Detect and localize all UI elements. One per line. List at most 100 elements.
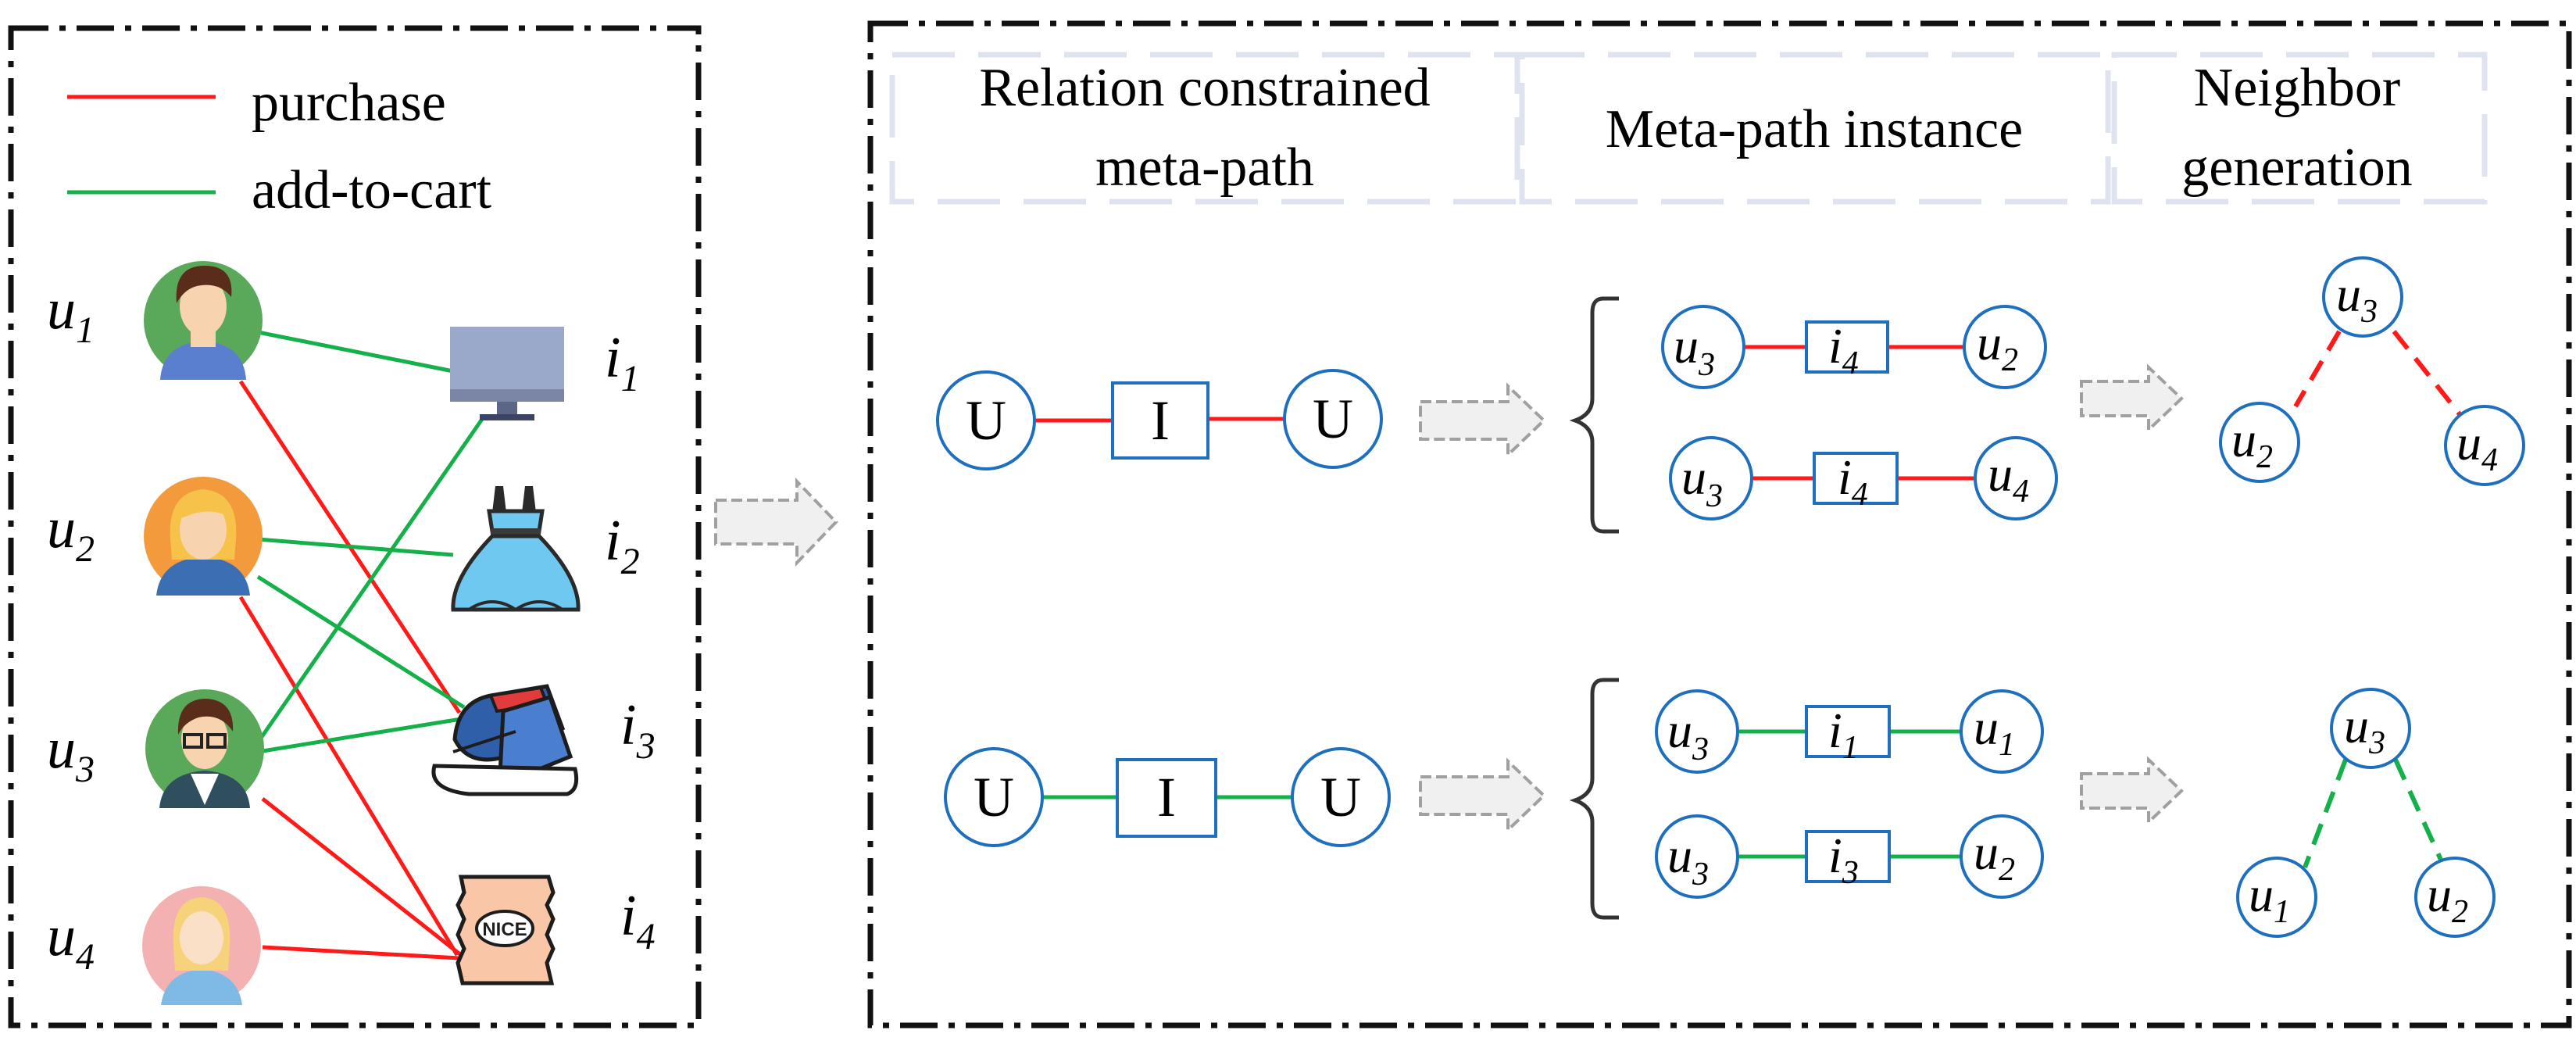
- meta-node-user: [1283, 369, 1383, 469]
- svg-text:i4: i4: [1828, 318, 1859, 381]
- instance-node-item: [1805, 705, 1891, 758]
- left-panel-frame: [8, 25, 702, 1028]
- svg-text:u4: u4: [2456, 415, 2498, 478]
- meta-node-item: [1111, 381, 1209, 460]
- instance-node-item: [1813, 452, 1899, 505]
- header-instance: Meta-path instance: [1606, 99, 2024, 159]
- neighbor-node: [2414, 857, 2496, 938]
- instance-row: u3 i1 u1: [1655, 689, 2044, 774]
- edge-u3-i3-cart: [257, 717, 462, 754]
- interaction-edges: [238, 330, 487, 961]
- instance-node-user: [1974, 436, 2058, 520]
- panel-transition-arrow: [714, 478, 838, 567]
- svg-text:u3: u3: [1681, 449, 1723, 514]
- snack-bag-icon: NICE: [456, 875, 556, 986]
- user-label-u3: u3: [47, 717, 95, 790]
- meta-node-user: [944, 747, 1044, 847]
- edge-u2-i3-cart: [256, 574, 466, 710]
- meta-path-purchase: U I U: [936, 369, 1383, 470]
- transition-arrow: [1419, 382, 1546, 459]
- neighbor-center-node: [2330, 688, 2411, 769]
- legend-purchase-label: purchase: [252, 73, 446, 133]
- transition-arrow: [1419, 757, 1546, 834]
- svg-text:u3: u3: [1667, 828, 1709, 893]
- edge-u1-i1-cart: [257, 330, 454, 374]
- man-glasses-avatar-icon: [145, 689, 264, 808]
- legend-add-to-cart-label: add-to-cart: [252, 160, 492, 220]
- item-label-i3: i3: [620, 693, 656, 767]
- instance-brace: [1569, 678, 1619, 920]
- instance-node-item: [1805, 320, 1889, 374]
- instance-row: u3 i4 u2: [1661, 305, 2047, 389]
- svg-text:i4: i4: [1838, 449, 1868, 513]
- svg-text:U: U: [974, 766, 1014, 828]
- item-label-i1: i1: [605, 326, 640, 399]
- instance-node-user: [1661, 305, 1745, 389]
- neighbor-node: [2219, 402, 2300, 483]
- edge-u2-i2-cart: [257, 537, 454, 557]
- svg-text:u1: u1: [1974, 699, 2015, 763]
- header-meta-path-line2: meta-path: [1095, 138, 1314, 198]
- sneaker-icon: [431, 684, 579, 796]
- instance-brace: [1569, 296, 1619, 534]
- neighbor-tree-purchase: u3 u2 u4: [2219, 256, 2525, 486]
- meta-path-add-to-cart: U I U: [944, 747, 1391, 847]
- transition-arrow: [2080, 363, 2184, 434]
- svg-text:u2: u2: [2427, 867, 2468, 930]
- neighbor-center-node: [2322, 256, 2403, 338]
- edge-u2-i4-purchase: [238, 596, 459, 957]
- transition-arrow: [2080, 756, 2184, 826]
- edge-u4-i4-purchase: [262, 945, 460, 961]
- monitor-icon: [450, 327, 564, 420]
- header-box-instance: [1519, 52, 2111, 205]
- meta-node-user: [936, 370, 1036, 470]
- neighbor-node: [2444, 405, 2525, 486]
- edge-u3-i1-cart: [255, 414, 487, 744]
- instance-row: u3 i3 u2: [1655, 814, 2044, 899]
- dress-icon: [451, 486, 581, 612]
- man-avatar-icon: [144, 261, 263, 380]
- user-label-u2: u2: [47, 496, 95, 570]
- svg-text:u4: u4: [1988, 446, 2029, 510]
- instance-node-user: [1963, 305, 2047, 389]
- svg-text:I: I: [1151, 389, 1170, 452]
- svg-text:u3: u3: [2336, 267, 2378, 330]
- svg-text:u3: u3: [1674, 318, 1715, 383]
- instance-node-user: [1669, 436, 1753, 520]
- woman-avatar-icon: [144, 477, 263, 596]
- svg-text:U: U: [1320, 766, 1361, 828]
- svg-text:u3: u3: [2344, 698, 2385, 761]
- meta-node-user: [1291, 747, 1391, 847]
- girl-avatar-icon: [142, 886, 261, 1005]
- header-box-meta-path: [889, 52, 1520, 205]
- svg-text:u2: u2: [1974, 825, 2015, 888]
- item-label-i4: i4: [620, 884, 656, 957]
- svg-text:U: U: [966, 389, 1006, 452]
- header-box-neighbor: [2111, 52, 2488, 205]
- user-label-u1: u1: [47, 277, 95, 351]
- svg-text:u3: u3: [1667, 703, 1709, 767]
- svg-text:I: I: [1157, 766, 1176, 828]
- instance-node-user: [1960, 814, 2044, 899]
- svg-text:u2: u2: [2231, 412, 2273, 475]
- user-label-u4: u4: [47, 904, 95, 978]
- neighbor-node: [2236, 857, 2317, 938]
- svg-text:u1: u1: [2249, 867, 2290, 930]
- header-neighbor-line1: Neighbor: [2194, 58, 2400, 118]
- right-panel-frame: [867, 20, 2572, 1028]
- instance-node-user: [1655, 689, 1739, 774]
- svg-text:u2: u2: [1977, 315, 2018, 378]
- neighbor-tree-add-to-cart: u3 u1 u2: [2236, 688, 2496, 938]
- header-neighbor-line2: generation: [2181, 138, 2412, 198]
- svg-text:i3: i3: [1828, 828, 1859, 891]
- svg-text:i1: i1: [1828, 703, 1859, 766]
- svg-text:U: U: [1313, 388, 1353, 450]
- instance-node-user: [1960, 689, 2044, 774]
- item-label-i2: i2: [605, 509, 640, 582]
- header-meta-path-line1: Relation constrained: [979, 58, 1430, 118]
- edge-u3-i4-purchase: [261, 797, 463, 957]
- meta-node-item: [1116, 758, 1217, 838]
- instance-node-item: [1805, 830, 1891, 883]
- instance-row: u3 i4 u4: [1669, 436, 2058, 520]
